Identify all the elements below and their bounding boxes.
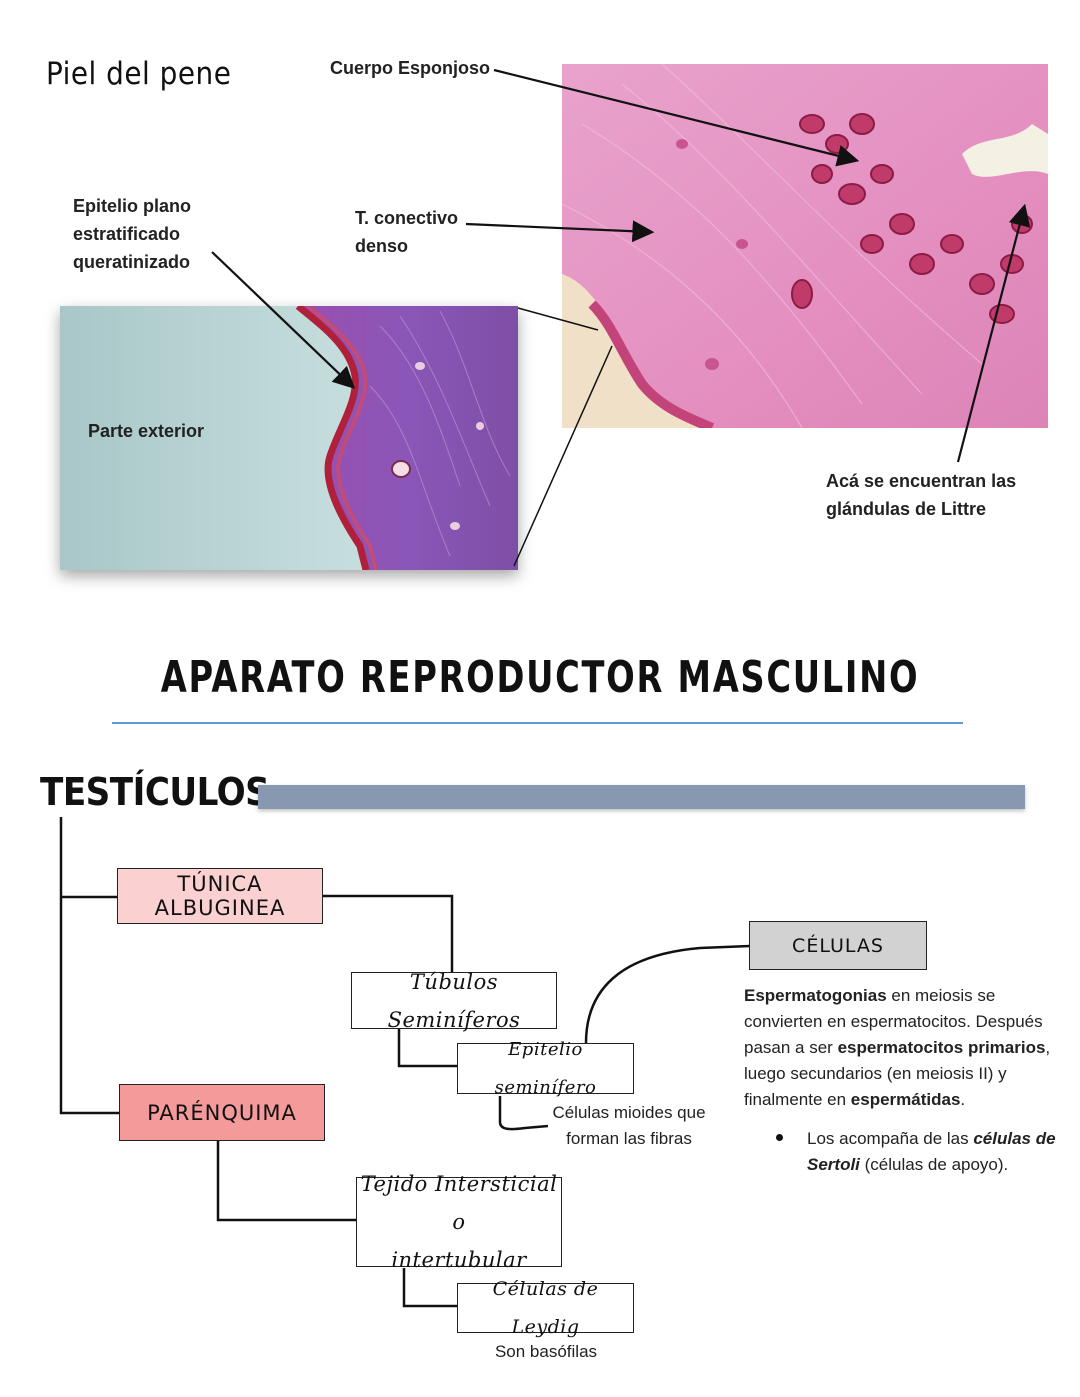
box-celulas-leydig: Células de Leydig (457, 1278, 634, 1338)
bullet-a: Los acompaña de las (807, 1129, 974, 1148)
desc-line3-a: pasan a ser (744, 1038, 838, 1057)
epitelio-label: Epitelio seminífero (494, 1038, 597, 1098)
line-epitelio-celulas (584, 944, 751, 1044)
annotation-arrows (211, 68, 1031, 567)
arrow-cuerpo-esponjoso (493, 68, 860, 167)
bullet-sertoli: Los acompaña de las células de Sertoli (… (807, 1126, 1072, 1178)
note-basofilas: Son basófilas (494, 1342, 598, 1361)
arrow-epitelio (211, 251, 356, 390)
tejido-line1: Tejido Intersticial o (360, 1172, 558, 1234)
box-epitelio-seminifero: Epitelio seminífero (457, 1039, 634, 1098)
arrow-conectivo (465, 220, 655, 243)
arrow-glandulas (956, 203, 1031, 463)
desc-espermatidas: espermátidas (850, 1090, 961, 1109)
label-conectivo-line2: denso (355, 236, 409, 256)
label-epitelio-line1: Epitelio plano (73, 196, 192, 216)
desc-line5-a: finalmente en (744, 1090, 851, 1109)
zoom-line-top (517, 307, 599, 331)
line-tejido-leydig (402, 1268, 458, 1308)
line-trunk (59, 817, 120, 1115)
mioides-line2: forman las fibras (566, 1129, 692, 1148)
title-rule (112, 722, 963, 724)
page-title: Piel del pene (46, 56, 232, 92)
celulas-label: CÉLULAS (792, 934, 884, 957)
zoom-line-bottom (513, 345, 613, 567)
desc-espermatogonias: Espermatogonias (744, 986, 887, 1005)
micrograph-high-svg (562, 64, 1048, 428)
celulas-description: Espermatogonias en meiosis se convierten… (744, 983, 1074, 1113)
desc-line3: pasan a ser espermatocitos primarios, (744, 1035, 1074, 1061)
micrograph-low-magnification (60, 306, 518, 570)
desc-line5: finalmente en espermátidas. (744, 1087, 1074, 1113)
box-tubulos-seminiferos: Túbulos Seminíferos (351, 970, 557, 1032)
desc-line5-b: . (960, 1090, 966, 1109)
tubulos-label: Túbulos Seminíferos (387, 969, 521, 1032)
bullet-d: (células de apoyo). (859, 1155, 1009, 1174)
label-epitelio: Epitelio plano estratificado queratiniza… (73, 192, 191, 276)
label-epitelio-line3: queratinizado (73, 252, 191, 272)
line-tubulos-epitelio (397, 1028, 458, 1068)
box-celulas: CÉLULAS (749, 921, 927, 970)
desc-line2: convierten en espermatocitos. Después (744, 1012, 1043, 1031)
concept-map-lines (59, 817, 751, 1308)
line-tunica-tubulos (322, 894, 454, 972)
desc-line4: luego secundarios (en meiosis II) y (744, 1064, 1007, 1083)
label-parte-exterior: Parte exterior (88, 421, 205, 441)
tunica-label: TÚNICA ALBUGINEA (154, 872, 286, 920)
bullet-line1: Los acompaña de las células de (807, 1126, 1072, 1152)
label-conectivo-line1: T. conectivo (355, 208, 459, 228)
label-glandulas-line1: Acá se encuentran las (826, 471, 1017, 491)
bullet-sertoli-word: Sertoli (807, 1155, 860, 1174)
desc-line1: Espermatogonias en meiosis se (744, 983, 1074, 1009)
leydig-label: Células de Leydig (492, 1278, 599, 1338)
desc-line3-b: , (1045, 1038, 1051, 1057)
box-tejido-intersticial: Tejido Intersticial o intertubular (356, 1172, 562, 1272)
section-heading-testiculos: TESTÍCULOS (40, 770, 270, 814)
bullet-dot (776, 1134, 783, 1141)
label-conectivo: T. conectivo denso (355, 204, 458, 260)
note-celulas-mioides: Células mioides que forman las fibras (548, 1100, 710, 1152)
label-cuerpo-esponjoso: Cuerpo Esponjoso (330, 58, 491, 78)
box-tunica-albuginea: TÚNICA ALBUGINEA (117, 868, 323, 924)
label-glandulas-line2: glándulas de Littre (826, 499, 987, 519)
micrograph-low-svg (60, 306, 518, 570)
parenquima-label: PARÉNQUIMA (147, 1100, 297, 1125)
line-epitelio-mioides (498, 1096, 549, 1131)
micrograph-high-magnification (562, 64, 1048, 428)
label-epitelio-line2: estratificado (73, 224, 181, 244)
section-heading-bar (258, 785, 1025, 809)
desc-line1-rest: en meiosis se (886, 986, 996, 1005)
label-glandulas-littre: Acá se encuentran las glándulas de Littr… (826, 467, 1016, 523)
desc-espermatocitos-primarios: espermatocitos primarios (837, 1038, 1046, 1057)
mioides-line1: Células mioides que (552, 1103, 706, 1122)
box-parenquima: PARÉNQUIMA (119, 1084, 325, 1141)
bullet-line2: Sertoli (células de apoyo). (807, 1152, 1072, 1178)
bullet-celulas-de: células de (973, 1129, 1056, 1148)
line-parenquima-tejido (216, 1140, 357, 1222)
main-title: APARATO REPRODUCTOR MASCULINO (160, 652, 920, 703)
tejido-line2: intertubular (391, 1248, 527, 1272)
